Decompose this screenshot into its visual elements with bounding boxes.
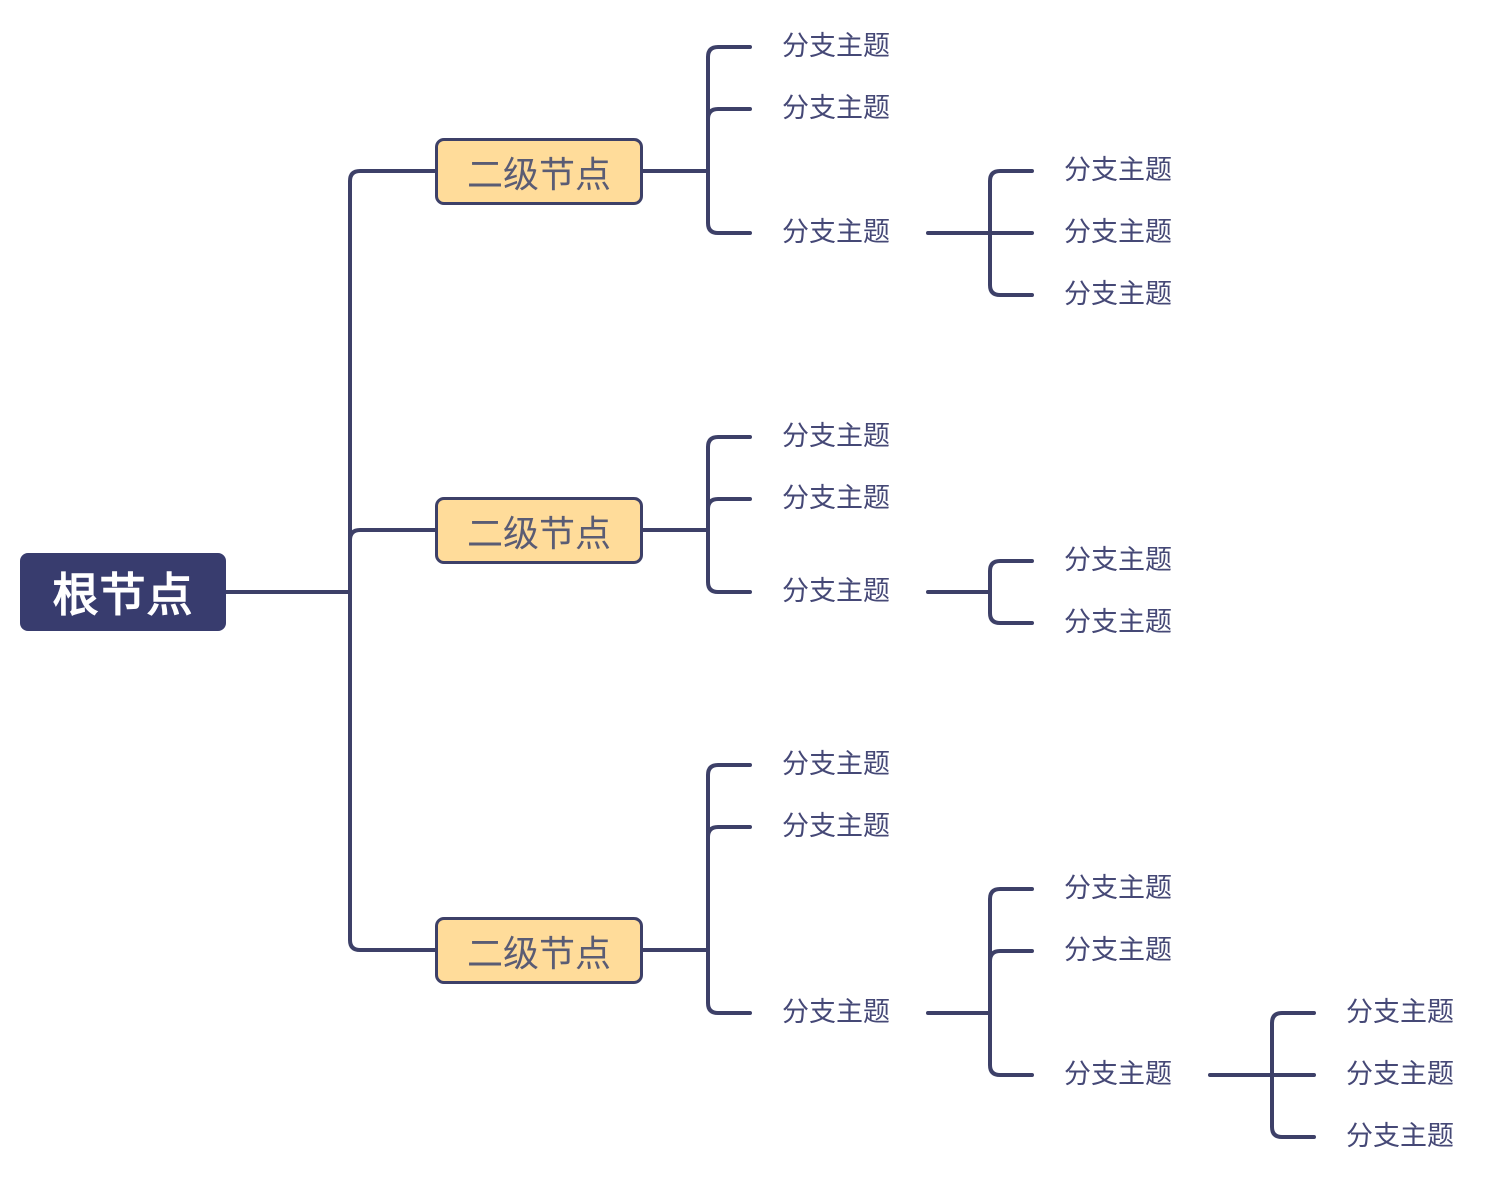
- level2-node-label: 二级节点: [466, 933, 611, 975]
- topic-node[interactable]: 分支主题: [1064, 607, 1172, 638]
- level2-node-label: 二级节点: [466, 154, 611, 196]
- topic-node[interactable]: 分支主题: [1346, 997, 1454, 1028]
- connector: [988, 949, 1034, 963]
- level2-node[interactable]: 二级节点: [435, 138, 643, 205]
- topic-node[interactable]: 分支主题: [782, 421, 890, 452]
- topic-node[interactable]: 分支主题: [782, 749, 890, 780]
- connector: [348, 169, 437, 952]
- topic-node[interactable]: 分支主题: [1064, 217, 1172, 248]
- topic-node[interactable]: 分支主题: [1346, 1059, 1454, 1090]
- topic-node[interactable]: 分支主题: [1064, 1059, 1172, 1090]
- connector: [706, 435, 752, 594]
- root-node-label: 根节点: [52, 568, 194, 622]
- topic-node[interactable]: 分支主题: [1064, 545, 1172, 576]
- connector: [706, 497, 752, 511]
- connector: [706, 45, 752, 235]
- connector: [706, 763, 752, 1015]
- topic-node[interactable]: 分支主题: [1064, 155, 1172, 186]
- level2-node-label: 二级节点: [466, 513, 611, 555]
- connector: [1270, 1011, 1316, 1139]
- connector: [988, 887, 1034, 1077]
- topic-node[interactable]: 分支主题: [1346, 1121, 1454, 1152]
- topic-node[interactable]: 分支主题: [782, 483, 890, 514]
- topic-node[interactable]: 分支主题: [782, 997, 890, 1028]
- topic-node[interactable]: 分支主题: [1064, 935, 1172, 966]
- topic-node[interactable]: 分支主题: [782, 576, 890, 607]
- level2-node[interactable]: 二级节点: [435, 497, 643, 564]
- topic-node[interactable]: 分支主题: [782, 811, 890, 842]
- topic-node[interactable]: 分支主题: [1064, 873, 1172, 904]
- connector: [706, 825, 752, 839]
- connector: [348, 528, 437, 542]
- level2-node[interactable]: 二级节点: [435, 917, 643, 984]
- topic-node[interactable]: 分支主题: [782, 217, 890, 248]
- connector: [706, 107, 752, 121]
- topic-node[interactable]: 分支主题: [1064, 279, 1172, 310]
- topic-node[interactable]: 分支主题: [782, 31, 890, 62]
- root-node[interactable]: 根节点: [20, 553, 226, 631]
- connector: [988, 559, 1034, 625]
- topic-node[interactable]: 分支主题: [782, 93, 890, 124]
- connector: [988, 169, 1034, 297]
